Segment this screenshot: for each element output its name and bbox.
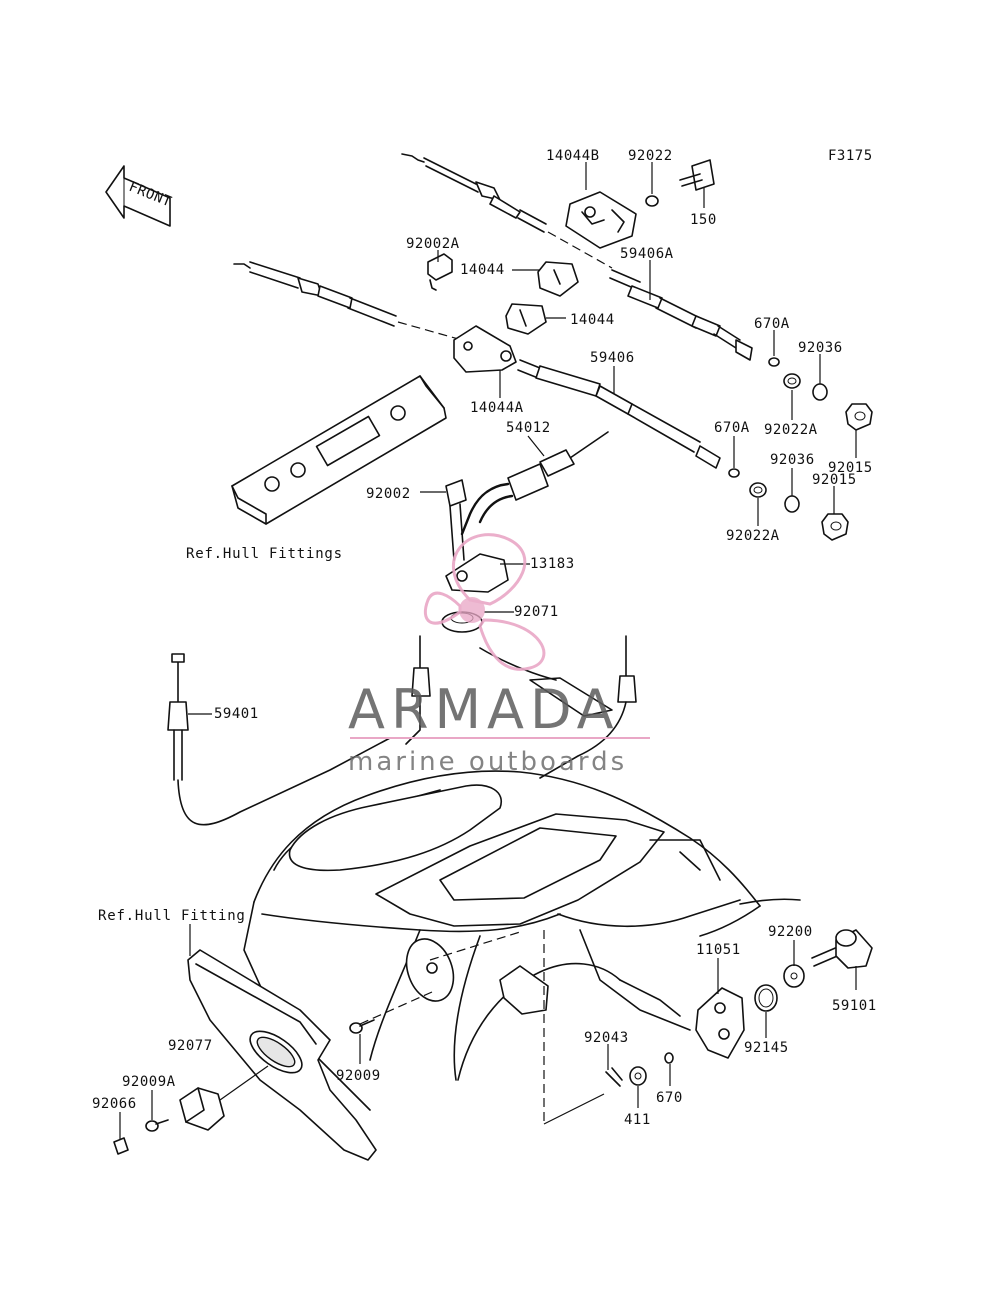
part-label: 92022A (726, 528, 780, 544)
cable-59406 (233, 261, 721, 469)
control-panel-plate (231, 375, 447, 525)
nut-92015-1 (845, 403, 873, 431)
screw-92009A (145, 1119, 169, 1132)
part-label: 59101 (832, 998, 877, 1014)
washer-92022A-2 (749, 482, 767, 498)
clamp-14044-upper (537, 261, 579, 297)
part-label: 13183 (530, 556, 575, 572)
part-label: 14044 (570, 312, 615, 328)
ring-92145 (754, 984, 778, 1012)
part-label: 92066 (92, 1096, 137, 1112)
part-label: 92043 (584, 1030, 629, 1046)
cover-92077 (179, 1087, 225, 1131)
part-label: 92022A (764, 422, 818, 438)
washer-92022A-1 (783, 373, 801, 389)
part-label: 92200 (768, 924, 813, 940)
ref-hull-fittings-label: Ref.Hull Fittings (186, 546, 343, 562)
part-label: 92009A (122, 1074, 176, 1090)
part-label: 92015 (812, 472, 857, 488)
bolt-92002 (445, 479, 467, 561)
part-label: 92036 (770, 452, 815, 468)
cable-59406A (401, 153, 753, 361)
part-label: 92077 (168, 1038, 213, 1054)
pin-92043 (605, 1067, 623, 1087)
cable-59401 (167, 653, 391, 826)
watermark-title: ARMADA (348, 678, 620, 741)
washer-411 (629, 1066, 647, 1086)
front-arrow-icon: FRONT (105, 165, 174, 227)
part-label: 670A (714, 420, 750, 436)
cover-11051 (695, 987, 745, 1059)
knob-59101 (811, 929, 873, 969)
guide-line-cover (429, 931, 521, 961)
oring-670 (664, 1052, 674, 1064)
part-label: 14044 (460, 262, 505, 278)
part-label: 150 (690, 212, 717, 228)
screw-92009 (349, 1019, 375, 1034)
leader-lines (119, 162, 857, 1140)
bracket-14044A (453, 325, 517, 373)
part-label: 59406 (590, 350, 635, 366)
bracket-14044B (565, 191, 637, 249)
clip-92066 (113, 1137, 129, 1155)
part-label: 11051 (696, 942, 741, 958)
nut-92015-2 (821, 513, 849, 541)
leader-92077 (219, 1065, 269, 1101)
part-label: 54012 (506, 420, 551, 436)
lockwasher-92036-1 (812, 383, 828, 401)
washer-92022 (645, 195, 659, 207)
part-label: 59401 (214, 706, 259, 722)
part-label: 92015 (828, 460, 873, 476)
part-label: 92009 (336, 1068, 381, 1084)
oring-670A-2 (728, 468, 740, 478)
part-label: 59406A (620, 246, 674, 262)
part-label: 14044B (546, 148, 600, 164)
washer-92200 (783, 964, 805, 988)
cable-54012 (460, 431, 609, 536)
watermark-subtitle: marine outboards (348, 747, 627, 777)
diagram-code: F3175 (828, 148, 873, 164)
ref-hull-fitting-label: Ref.Hull Fitting (98, 908, 246, 924)
part-label: 670 (656, 1090, 683, 1106)
part-label: 92022 (628, 148, 673, 164)
part-label: 670A (754, 316, 790, 332)
part-label: 92002 (366, 486, 411, 502)
hull-deck (243, 770, 801, 1111)
part-label: 92036 (798, 340, 843, 356)
part-label: 92145 (744, 1040, 789, 1056)
part-labels: 14044B 92022 150 92002A 14044 59406A 140… (92, 148, 877, 1128)
bracket-13183 (445, 553, 509, 593)
part-label: 14044A (470, 400, 524, 416)
bolt-92002A (427, 253, 453, 291)
hull-side-panel (187, 949, 377, 1161)
guide-line-92009 (359, 991, 433, 1025)
oring-670A-1 (768, 357, 780, 367)
part-label: 92071 (514, 604, 559, 620)
lockwasher-92036-2 (784, 495, 800, 513)
propeller-logo-icon (423, 533, 546, 671)
part-label: 92002A (406, 236, 460, 252)
guide-line-pin (543, 1093, 605, 1125)
bolt-150 (679, 159, 715, 191)
clamp-14044-lower (505, 303, 547, 335)
part-label: 411 (624, 1112, 651, 1128)
